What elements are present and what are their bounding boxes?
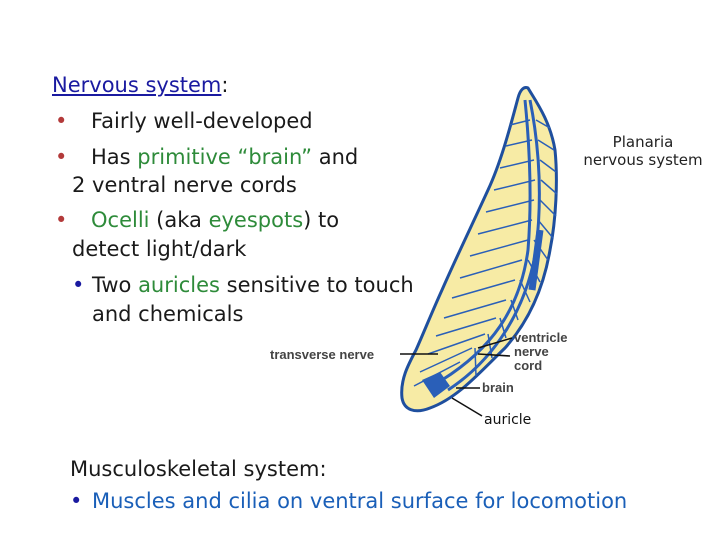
brain-shape [422, 372, 450, 398]
figure-caption: Planaria nervous system [578, 133, 708, 169]
bullet-dot: • [55, 109, 68, 133]
nervous-bullet-3-cont: detect light/dark [72, 237, 247, 261]
nervous-subbullet-cont: and chemicals [92, 302, 244, 326]
bullet-3-mid: (aka [149, 208, 209, 232]
nerve-cord-left [441, 99, 532, 382]
nervous-bullet-2-cont: 2 ventral nerve cords [72, 173, 297, 197]
nervous-bullet-1: • Fairly well-developed [55, 108, 313, 134]
bullet-dot: • [55, 208, 68, 232]
bullet-2-green: primitive “brain” [137, 145, 313, 169]
nervous-bullet-3: • Ocelli (aka eyespots) to [55, 207, 339, 233]
bullet-2-pre: Has [91, 145, 138, 169]
label-ventricle-block: ventricle nerve cord [514, 331, 567, 373]
bullet-dot: • [55, 145, 68, 169]
bullet-3-green1: Ocelli [91, 208, 150, 232]
label-auricle: auricle [484, 412, 532, 428]
planaria-diagram [400, 86, 558, 417]
nervous-heading-colon: : [221, 73, 229, 97]
bullet-2-post: and [312, 145, 359, 169]
caption-line-1: Planaria [612, 133, 674, 151]
label-transverse-nerve: transverse nerve [270, 347, 375, 362]
sub-bullet-dot: • [72, 273, 85, 297]
bullet-3-post: ) to [303, 208, 340, 232]
nervous-heading-line: Nervous system: [52, 72, 228, 98]
nervous-subbullet: • Two auricles sensitive to touch [72, 272, 414, 298]
label-ventricle-1: ventricle [514, 330, 568, 345]
sub-pre: Two [92, 273, 139, 297]
sub-green: auricles [138, 273, 220, 297]
musculo-bullet: • Muscles and cilia on ventral surface fo… [70, 488, 627, 514]
caption-line-2: nervous system [583, 151, 703, 169]
bullet-dot: • [70, 489, 83, 513]
bullet-1-text: Fairly well-developed [91, 109, 313, 133]
nervous-heading: Nervous system [52, 73, 222, 97]
musculo-heading: Musculoskeletal system: [70, 457, 327, 481]
nervous-bullet-2: • Has primitive “brain” and [55, 144, 358, 170]
planaria-body [400, 86, 558, 413]
bullet-3-green2: eyespots [208, 208, 304, 232]
sub-post: sensitive to touch [219, 273, 414, 297]
label-ventricle-2: nerve [514, 344, 549, 359]
label-brain: brain [482, 380, 514, 395]
label-ventricle-3: cord [514, 358, 543, 373]
musculo-bullet-text: Muscles and cilia on ventral surface for… [92, 489, 628, 513]
